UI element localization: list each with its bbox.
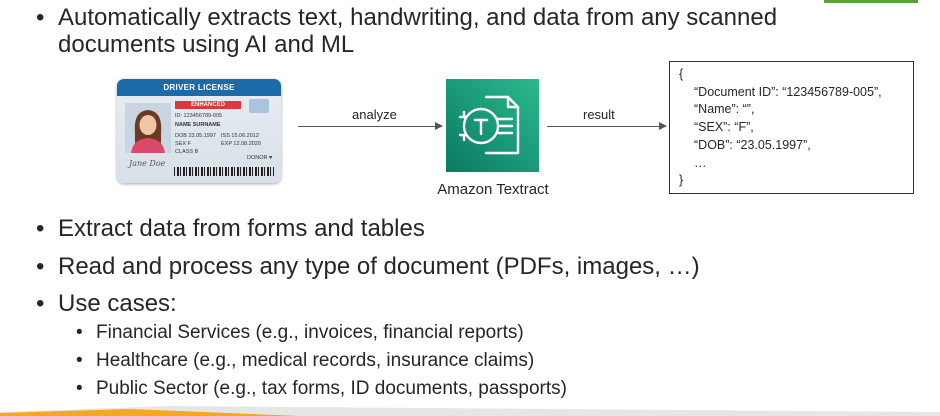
license-iss: ISS 15.06.2012: [221, 133, 259, 139]
textract-glyph-icon: [458, 95, 520, 155]
license-sex: SEX F: [175, 141, 191, 147]
use-case-text: Healthcare (e.g., medical records, insur…: [96, 350, 535, 371]
json-output-box: { “Document ID”: “123456789-005”, “Name”…: [669, 61, 914, 194]
json-line: “Document ID”: “123456789-005”,: [694, 85, 882, 99]
bullet-dot: •: [76, 350, 83, 371]
use-case-text: Financial Services (e.g., invoices, fina…: [96, 322, 524, 343]
bullet-dot: •: [36, 253, 45, 280]
result-arrow: [547, 122, 667, 130]
arrow-head: [435, 122, 443, 130]
bottom-decor-strip: [0, 406, 940, 416]
json-close-brace: }: [679, 173, 684, 187]
driver-license-image: DRIVER LICENSE ENHANCED ID: 123456789-00…: [117, 79, 281, 183]
license-barcode: [174, 167, 274, 176]
amazon-textract-label: Amazon Textract: [437, 181, 549, 198]
bullet-text: Extract data from forms and tables: [58, 215, 425, 242]
bullet-text: Use cases:: [58, 290, 177, 317]
license-exp: EXP 12.08.2020: [221, 141, 261, 147]
license-class: CLASS B: [175, 149, 199, 155]
analyze-label: analyze: [352, 107, 397, 122]
arrow-head: [659, 122, 667, 130]
bullet-dot: •: [76, 322, 83, 343]
json-line: “SEX”: “F”,: [694, 120, 754, 134]
analyze-arrow: [298, 122, 443, 130]
json-line: …: [694, 156, 707, 170]
license-photo-icon: [125, 103, 171, 153]
corner-accent-bar: [824, 0, 918, 3]
bullet-dot: •: [36, 215, 45, 242]
license-hologram: [249, 99, 269, 113]
use-case-text: Public Sector (e.g., tax forms, ID docum…: [96, 378, 567, 399]
amazon-textract-icon: [446, 79, 539, 172]
license-enhanced-badge: ENHANCED: [175, 101, 241, 109]
license-name: NAME SURNAME: [175, 122, 221, 128]
json-line: “Name”: “”,: [694, 102, 755, 116]
json-open-brace: {: [679, 67, 684, 81]
bullet-text: documents using AI and ML: [58, 31, 355, 58]
json-line: “DOB”: “23.05.1997”,: [694, 138, 811, 152]
result-label: result: [583, 107, 615, 122]
bullet-dot: •: [76, 378, 83, 399]
bullet-text: Read and process any type of document (P…: [58, 253, 700, 280]
bullet-text: Automatically extracts text, handwriting…: [58, 4, 778, 31]
license-dob: DOB 23.05.1997: [175, 133, 216, 139]
bullet-dot: •: [36, 4, 45, 31]
license-signature: Jane Doe: [129, 159, 166, 168]
bullet-dot: •: [36, 290, 45, 317]
license-donor: DONOR ♥: [247, 155, 273, 161]
license-id: ID: 123456789-005: [175, 113, 223, 119]
license-header: DRIVER LICENSE: [117, 79, 281, 96]
